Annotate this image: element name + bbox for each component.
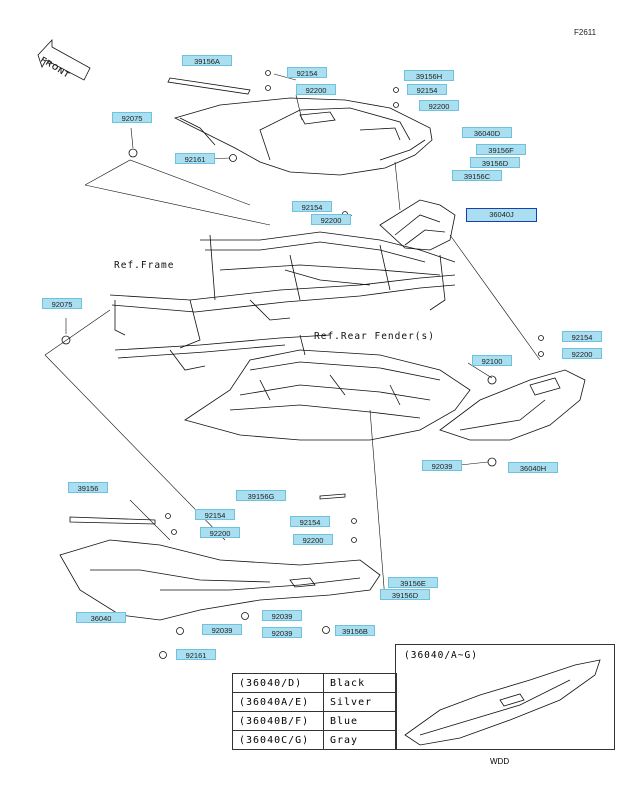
- part-label[interactable]: 39156C: [452, 170, 502, 181]
- strip-39156g-part: [319, 493, 346, 500]
- part-label[interactable]: 39156A: [182, 55, 232, 66]
- side-cover-part: [59, 539, 381, 621]
- part-label[interactable]: 39156G: [236, 490, 286, 501]
- part-label[interactable]: 92161: [176, 649, 216, 660]
- color-table: (36040/D)Black (36040A/E)Silver (36040B/…: [232, 673, 397, 750]
- color-name: Blue: [323, 711, 397, 731]
- rear-fender-part: [184, 334, 471, 441]
- color-row: (36040A/E)Silver: [232, 692, 397, 712]
- tail-piece-part: [379, 199, 456, 251]
- color-code: (36040B/F): [232, 711, 324, 731]
- color-code: (36040/D): [232, 673, 324, 693]
- part-label[interactable]: 92200: [200, 527, 240, 538]
- part-label[interactable]: 92161: [175, 153, 215, 164]
- part-label[interactable]: 92200: [419, 100, 459, 111]
- part-label[interactable]: 92154: [407, 84, 447, 95]
- color-code: (36040C/G): [232, 730, 324, 750]
- part-label[interactable]: 92075: [112, 112, 152, 123]
- fasteners-part: [61, 70, 544, 659]
- part-label[interactable]: 92154: [562, 331, 602, 342]
- part-label[interactable]: 92075: [42, 298, 82, 309]
- strip-39156-part: [69, 516, 156, 525]
- tail-cover-part: [439, 369, 586, 441]
- part-label[interactable]: 92200: [562, 348, 602, 359]
- frame-part: [109, 231, 456, 371]
- color-name: Gray: [323, 730, 397, 750]
- part-label[interactable]: 92039: [422, 460, 462, 471]
- color-name: Black: [323, 673, 397, 693]
- part-label-selected[interactable]: 36040J: [466, 208, 537, 222]
- part-label[interactable]: 92039: [202, 624, 242, 635]
- inset-title: (36040/A~G): [404, 650, 478, 661]
- figure-code: F2611: [574, 28, 597, 37]
- part-label[interactable]: 92154: [290, 516, 330, 527]
- part-label[interactable]: 92200: [296, 84, 336, 95]
- part-label[interactable]: 39156H: [404, 70, 454, 81]
- part-label[interactable]: 92154: [287, 67, 327, 78]
- part-label[interactable]: 92200: [311, 214, 351, 225]
- part-label[interactable]: 39156D: [380, 589, 430, 600]
- part-label[interactable]: 92039: [262, 610, 302, 621]
- part-label[interactable]: 92154: [292, 201, 332, 212]
- front-arrow-icon: [37, 38, 91, 81]
- part-label[interactable]: 39156E: [388, 577, 438, 588]
- part-label[interactable]: 39156B: [335, 625, 375, 636]
- part-label[interactable]: 36040D: [462, 127, 512, 138]
- part-label[interactable]: 39156D: [470, 157, 520, 168]
- color-row: (36040/D)Black: [232, 673, 397, 693]
- upper-cover-part: [173, 97, 433, 176]
- part-label[interactable]: 92100: [472, 355, 512, 366]
- part-label[interactable]: 92154: [195, 509, 235, 520]
- color-name: Silver: [323, 692, 397, 712]
- part-label[interactable]: 39156F: [476, 144, 526, 155]
- part-label[interactable]: 36040: [76, 612, 126, 623]
- color-code: (36040A/E): [232, 692, 324, 712]
- part-label[interactable]: 92200: [293, 534, 333, 545]
- ref-frame-label: Ref.Frame: [114, 260, 175, 271]
- part-label[interactable]: 92039: [262, 627, 302, 638]
- ref-rear-fender-label: Ref.Rear Fender(s): [314, 331, 435, 342]
- inset-caption: WDD: [490, 757, 510, 766]
- inset-cover-part: [404, 659, 601, 746]
- part-label[interactable]: 39156: [68, 482, 108, 493]
- strip-39156a-part: [167, 77, 251, 95]
- color-row: (36040C/G)Gray: [232, 730, 397, 750]
- part-label[interactable]: 36040H: [508, 462, 558, 473]
- color-row: (36040B/F)Blue: [232, 711, 397, 731]
- inset-box: (36040/A~G): [395, 644, 615, 750]
